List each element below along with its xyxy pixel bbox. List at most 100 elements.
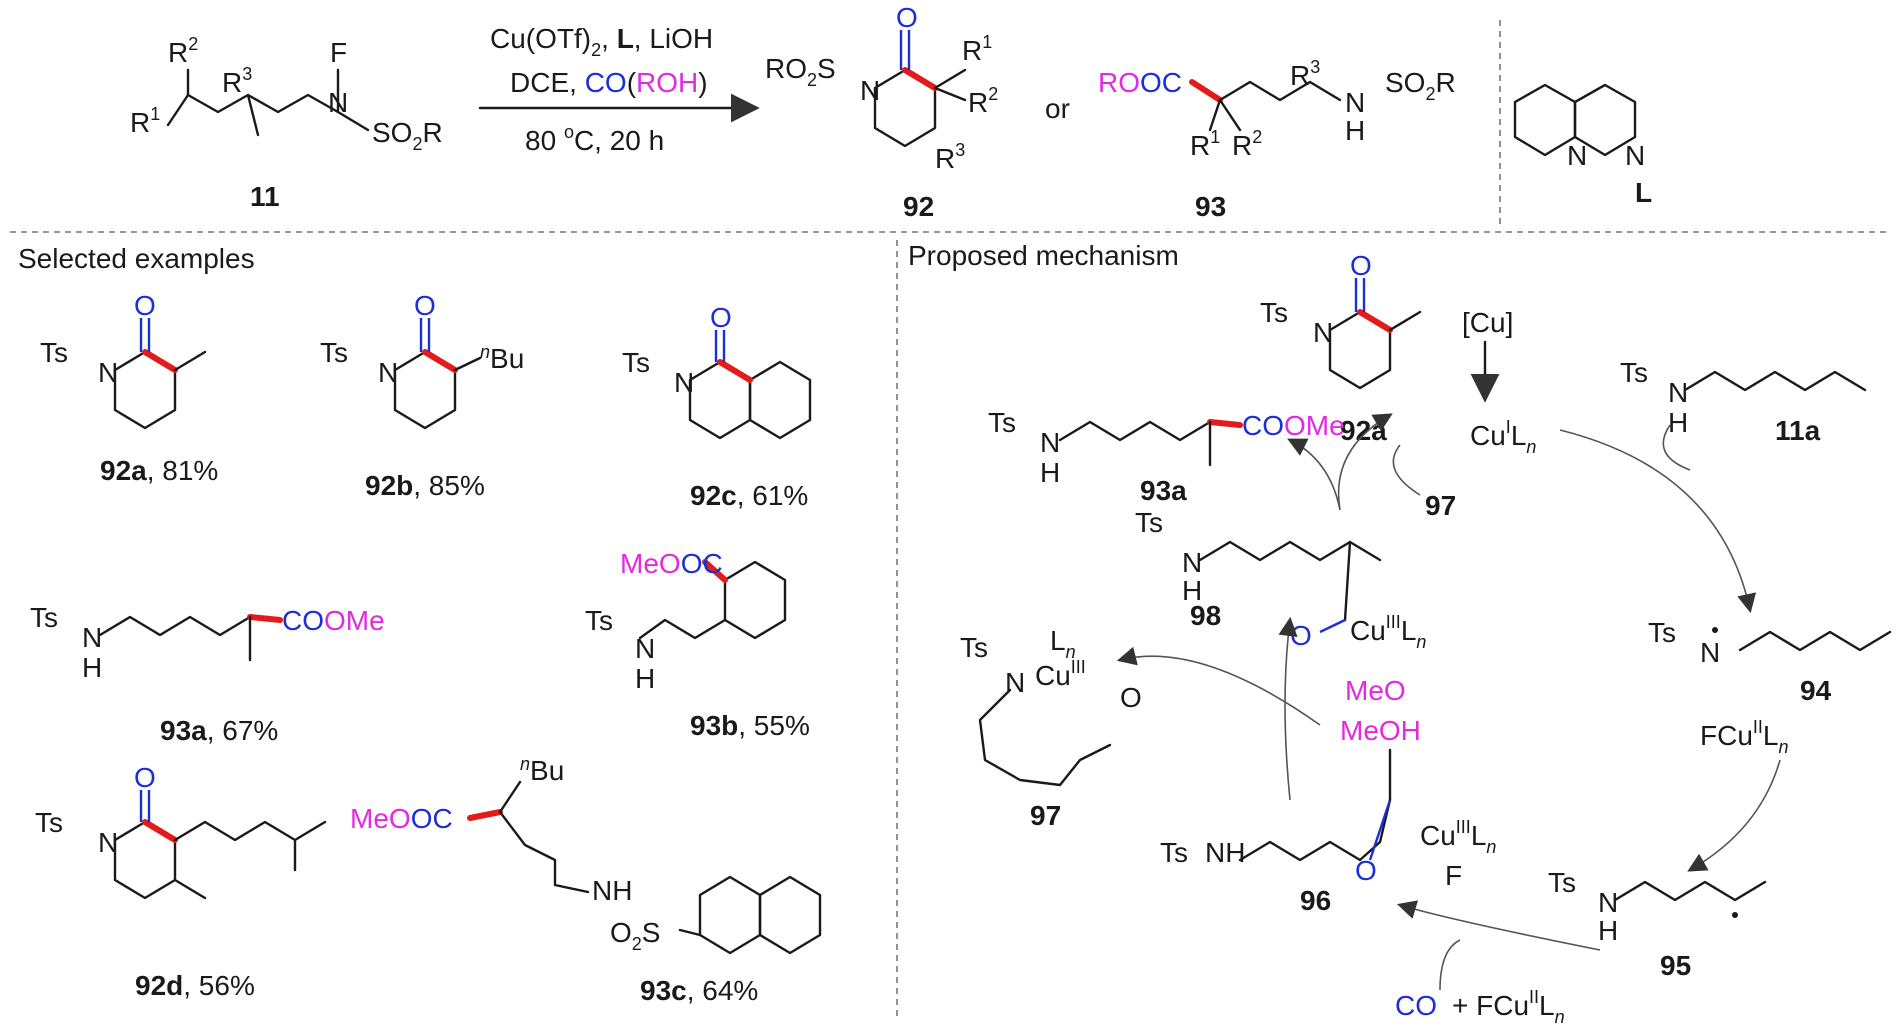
example-92a-id: 92a	[100, 455, 147, 486]
svg-text:H: H	[1668, 407, 1688, 438]
svg-text:O: O	[1120, 682, 1142, 713]
svg-text:N: N	[98, 827, 118, 858]
svg-text:NH: NH	[592, 875, 632, 906]
svg-text:Ts: Ts	[585, 605, 613, 636]
svg-text:O: O	[134, 290, 156, 321]
svg-text:O: O	[134, 762, 156, 793]
svg-text:Ts: Ts	[988, 407, 1016, 438]
svg-text:Ts: Ts	[1160, 837, 1188, 868]
product-92: O RO2S N R1 R2 R3 92	[765, 2, 998, 222]
svg-text:DCE, CO(ROH): DCE, CO(ROH)	[510, 67, 708, 98]
svg-text:N: N	[1313, 317, 1333, 348]
product-93: ROOC R1 R2 R3 N H SO2R 93	[1098, 57, 1456, 222]
example-92c-id: 92c	[690, 480, 737, 511]
example-92c: O Ts N 92c, 61%	[622, 302, 812, 511]
svg-text:Ts: Ts	[1548, 867, 1576, 898]
svg-text:Ts: Ts	[40, 337, 68, 368]
svg-text:CuIIILn: CuIIILn	[1350, 612, 1426, 652]
svg-text:H: H	[1598, 915, 1618, 946]
cu-catalyst: [Cu]	[1462, 307, 1513, 338]
svg-text:N: N	[674, 367, 694, 398]
svg-text:N: N	[1567, 140, 1587, 171]
svg-text:Ts: Ts	[35, 807, 63, 838]
mech-label-96: 96	[1300, 885, 1331, 916]
example-92a-yield: , 81%	[147, 455, 219, 486]
svg-text:N: N	[1700, 637, 1720, 668]
example-92d-id: 92d	[135, 970, 183, 1001]
svg-text:RO2S: RO2S	[765, 53, 836, 90]
svg-text:93b, 55%: 93b, 55%	[690, 710, 810, 741]
mechanism-title: Proposed mechanism	[908, 240, 1179, 271]
mech-96: MeOH Ts NH O CuIIILn F 96	[1160, 715, 1496, 916]
mech-label-94: 94	[1800, 675, 1832, 706]
example-93c: MeOOC nBu NH O2S 93c, 64%	[350, 754, 822, 1006]
label-93: 93	[1195, 191, 1226, 222]
svg-text:MeOH: MeOH	[1340, 715, 1421, 746]
svg-text:N: N	[328, 87, 348, 118]
example-92b-id: 92b	[365, 470, 413, 501]
svg-text:93a, 67%: 93a, 67%	[160, 715, 278, 746]
example-92d-yield: , 56%	[183, 970, 255, 1001]
mech-label-92a: 92a	[1340, 415, 1387, 446]
example-92a: O Ts N 92a, 81%	[40, 290, 218, 486]
example-93b-id: 93b	[690, 710, 738, 741]
svg-text:N: N	[82, 622, 102, 653]
svg-text:92d, 56%: 92d, 56%	[135, 970, 255, 1001]
svg-text:N: N	[1005, 667, 1025, 698]
example-93b-yield: , 55%	[738, 710, 810, 741]
svg-text:N: N	[378, 357, 398, 388]
svg-text:93c, 64%: 93c, 64%	[640, 975, 758, 1006]
svg-text:O: O	[1290, 620, 1312, 651]
substrate-11: R1 R2 R3 F N SO2R 11	[130, 34, 443, 212]
svg-text:SO2R: SO2R	[372, 117, 443, 154]
ligand-bipyridine: N N L	[1513, 83, 1652, 208]
mech-label-98: 98	[1190, 600, 1221, 631]
svg-text:N: N	[98, 357, 118, 388]
svg-text:Ts: Ts	[1620, 357, 1648, 388]
svg-text:R1: R1	[130, 104, 160, 138]
svg-text:N: N	[1182, 547, 1202, 578]
mech-label-93a: 93a	[1140, 475, 1187, 506]
example-93a-id: 93a	[160, 715, 207, 746]
svg-text:N: N	[1345, 87, 1365, 118]
svg-text:N: N	[1598, 887, 1618, 918]
co-label: CO	[1395, 990, 1437, 1021]
svg-text:R1: R1	[1190, 127, 1220, 161]
svg-text:O: O	[1355, 855, 1377, 886]
mech-label-95: 95	[1660, 950, 1691, 981]
svg-text:O: O	[1350, 250, 1372, 281]
svg-text:R1: R1	[962, 32, 992, 66]
label-L: L	[1635, 177, 1652, 208]
svg-text:92c, 61%: 92c, 61%	[690, 480, 808, 511]
svg-text:R2: R2	[968, 84, 998, 118]
example-92c-yield: , 61%	[737, 480, 809, 511]
svg-text:N: N	[1625, 140, 1645, 171]
svg-text:92a, 81%: 92a, 81%	[100, 455, 218, 486]
svg-text:CuIIILn: CuIIILn	[1420, 817, 1496, 857]
fcu-add-label: + FCuIILn	[1452, 987, 1565, 1027]
svg-text:F: F	[330, 37, 347, 68]
mech-93a: Ts N H COOMe 93a	[988, 407, 1345, 506]
mech-label-11a: 11a	[1775, 415, 1821, 446]
mech-label-97-top: 97	[1425, 490, 1456, 521]
svg-text:COOMe: COOMe	[1242, 410, 1345, 441]
svg-text:O: O	[414, 290, 436, 321]
mech-97: Ts N CuIII Ln O 97	[960, 625, 1142, 831]
svg-text:H: H	[1040, 457, 1060, 488]
svg-text:MeOOC: MeOOC	[620, 548, 723, 579]
fcu-ii-species: FCuIILn	[1700, 717, 1789, 757]
label-92: 92	[903, 191, 934, 222]
svg-text:Ln: Ln	[1050, 625, 1076, 662]
or-label: or	[1045, 93, 1070, 124]
example-93b: Ts N H MeOOC 93b, 55%	[585, 548, 810, 741]
example-93c-id: 93c	[640, 975, 687, 1006]
svg-text:H: H	[82, 652, 102, 683]
reaction-conditions: Cu(OTf)2, L, LiOH DCE, CO(ROH) 80 oC, 20…	[478, 23, 760, 156]
svg-text:Ts: Ts	[960, 632, 988, 663]
svg-text:COOMe: COOMe	[282, 605, 385, 636]
svg-text:Ts: Ts	[622, 347, 650, 378]
cu-i-species: CuILn	[1470, 417, 1536, 457]
svg-text:R2: R2	[1232, 127, 1262, 161]
svg-text:Ts: Ts	[1648, 617, 1676, 648]
svg-text:Ts: Ts	[320, 337, 348, 368]
